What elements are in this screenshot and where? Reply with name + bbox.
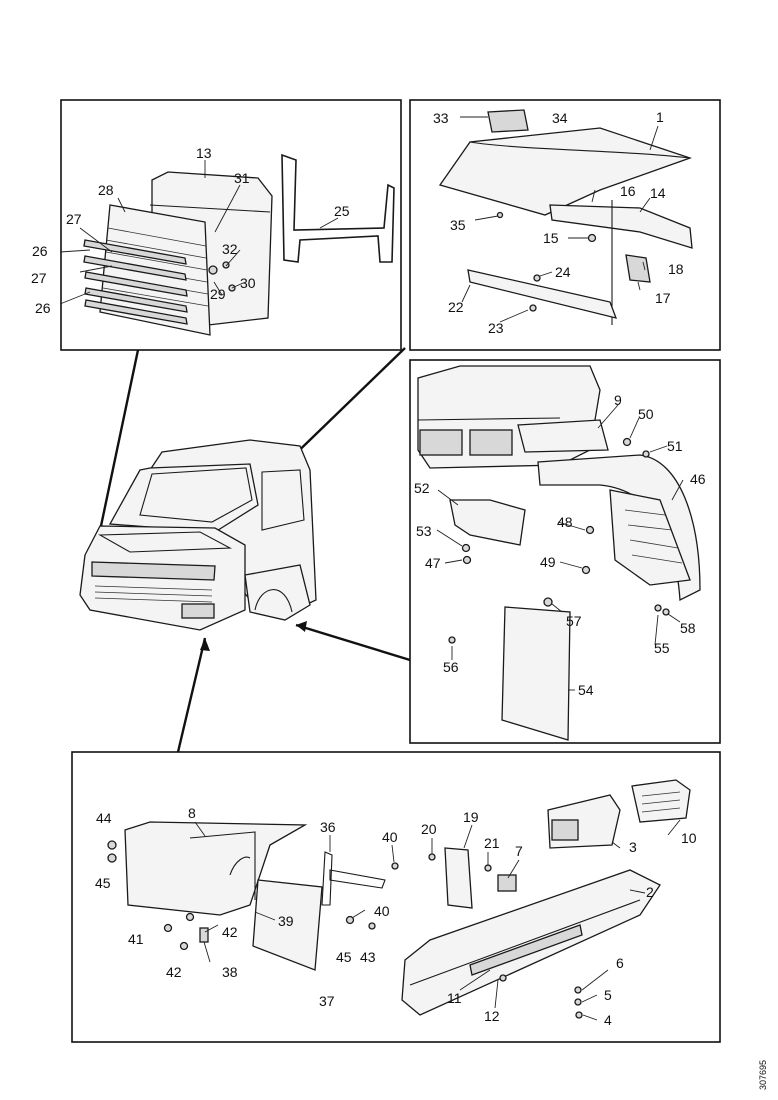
callout-28: 28: [98, 182, 114, 198]
callout-37: 37: [319, 993, 335, 1009]
callout-55: 55: [654, 640, 670, 656]
callout-1: 1: [656, 109, 664, 125]
callout-5: 5: [604, 987, 612, 1003]
callout-46: 46: [690, 471, 706, 487]
callout-19: 19: [463, 809, 479, 825]
panel-bumper-frame: [71, 751, 721, 1043]
callout-52: 52: [414, 480, 430, 496]
panel-mudguard-frame: [409, 359, 721, 744]
callout-29: 29: [210, 286, 226, 302]
callout-11: 11: [447, 990, 462, 1006]
callout-45: 45: [95, 875, 111, 891]
callout-3: 3: [629, 839, 637, 855]
mudguard-assembly-illustration: [417, 365, 701, 741]
document-number: 307695: [758, 1060, 768, 1090]
callout-58: 58: [680, 620, 696, 636]
callout-36: 36: [320, 819, 336, 835]
leader-lines: [59, 116, 684, 1021]
callout-23: 23: [488, 320, 504, 336]
callout-8: 8: [188, 805, 196, 821]
panel-grille-frame: [60, 99, 402, 351]
callout-41: 41: [128, 931, 144, 947]
callout-56: 56: [443, 659, 459, 675]
callout-53: 53: [416, 523, 432, 539]
callout-6: 6: [616, 955, 624, 971]
callout-27: 27: [66, 211, 82, 227]
callout-47: 47: [425, 555, 441, 571]
callout-4: 4: [604, 1012, 612, 1028]
callout-44: 44: [96, 810, 112, 826]
callout-13: 13: [196, 145, 212, 161]
callout-22: 22: [448, 299, 464, 315]
callout-42: 42: [222, 924, 238, 940]
callout-48: 48: [557, 514, 573, 530]
callout-43: 43: [360, 949, 376, 965]
panel-roof-frame: [409, 99, 721, 351]
callout-51: 51: [667, 438, 683, 454]
callout-38: 38: [222, 964, 238, 980]
callout-33: 33: [433, 110, 449, 126]
truck-cab-illustration: [79, 439, 317, 631]
callout-12: 12: [484, 1008, 500, 1024]
callout-25: 25: [334, 203, 350, 219]
callout-2: 2: [646, 884, 654, 900]
callout-39: 39: [278, 913, 294, 929]
callout-42: 42: [166, 964, 182, 980]
callout-57: 57: [566, 613, 582, 629]
callout-26: 26: [32, 243, 48, 259]
callout-54: 54: [578, 682, 594, 698]
callout-30: 30: [240, 275, 256, 291]
callout-34: 34: [552, 110, 568, 126]
callout-26: 26: [35, 300, 51, 316]
callout-labels: 13 31 28 27 26 27 26 32 30 29 25 33 34 1…: [31, 109, 706, 1028]
callout-40: 40: [382, 829, 398, 845]
callout-49: 49: [540, 554, 556, 570]
callout-40: 40: [374, 903, 390, 919]
callout-24: 24: [555, 264, 571, 280]
callout-7: 7: [515, 843, 523, 859]
bumper-assembly-illustration: [107, 779, 691, 1019]
roof-assembly-illustration: [438, 109, 693, 325]
callout-15: 15: [543, 230, 559, 246]
callout-50: 50: [638, 406, 654, 422]
grille-assembly-illustration: [83, 153, 395, 336]
callout-31: 31: [234, 170, 250, 186]
callout-32: 32: [222, 241, 238, 257]
callout-20: 20: [421, 821, 437, 837]
callout-21: 21: [484, 835, 500, 851]
callout-27: 27: [31, 270, 47, 286]
callout-17: 17: [655, 290, 671, 306]
callout-35: 35: [450, 217, 466, 233]
callout-9: 9: [614, 392, 622, 408]
callout-14: 14: [650, 185, 666, 201]
callout-16: 16: [620, 183, 636, 199]
callout-18: 18: [668, 261, 684, 277]
callout-45: 45: [336, 949, 352, 965]
callout-10: 10: [681, 830, 697, 846]
